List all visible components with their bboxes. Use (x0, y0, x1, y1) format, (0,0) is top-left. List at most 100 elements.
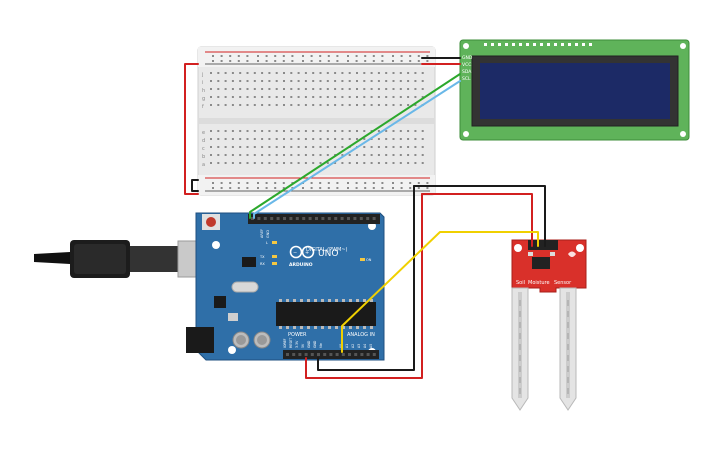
breadboard-hole (224, 162, 227, 164)
row-letter: e (202, 130, 205, 136)
led-l-label: L (266, 241, 268, 245)
arduino-logo: − + (289, 245, 315, 259)
breadboard-hole (377, 88, 380, 90)
breadboard-hole (253, 80, 256, 82)
breadboard-hole (407, 72, 410, 74)
probe-trace (567, 388, 569, 394)
power-pin-hole (310, 353, 314, 356)
breadboard-hole (356, 138, 358, 140)
probe-traces (519, 300, 569, 394)
breadboard-hole (312, 130, 315, 132)
breadboard-hole (210, 80, 212, 82)
rail-hole (347, 55, 349, 57)
breadboard-hole (414, 72, 417, 74)
rail-hole (327, 55, 330, 57)
breadboard-hole (334, 104, 337, 106)
breadboard-hole (341, 96, 344, 98)
breadboard-hole (253, 146, 256, 148)
breadboard-hole (283, 72, 285, 74)
breadboard-hole (348, 72, 351, 74)
digital-pin-hole (327, 217, 331, 220)
breadboard-hole (312, 162, 315, 164)
breadboard-hole (275, 72, 278, 74)
breadboard-hole (210, 88, 212, 90)
digital-pin-hole (257, 217, 261, 220)
power-pin-hole (298, 353, 302, 356)
rail-hole (257, 187, 259, 189)
power-pin-hole (304, 353, 308, 356)
breadboard-hole (392, 154, 395, 156)
breadboard-hole (414, 104, 417, 106)
breadboard-hole (239, 80, 242, 82)
breadboard-hole (414, 162, 417, 164)
breadboard-hole (275, 138, 278, 140)
breadboard-hole (326, 80, 329, 82)
rail-hole (372, 60, 375, 62)
breadboard-hole (231, 162, 234, 164)
breadboard-hole (407, 162, 410, 164)
arduino-uno-board: AREF GND DIGITAL (PWM~) − + UNO ARDUINO … (186, 212, 385, 361)
breadboard-hole (297, 130, 300, 132)
breadboard-hole (377, 80, 380, 82)
breadboard-hole (210, 162, 212, 164)
rail-hole (310, 187, 313, 189)
digital-pin-hole (347, 217, 350, 220)
breadboard-hole (239, 72, 242, 74)
breadboard-hole (239, 162, 242, 164)
lcd-header-pin (491, 43, 494, 46)
rail-hole (372, 55, 375, 57)
rail-hole (265, 55, 268, 57)
breadboard-hole (297, 162, 300, 164)
digital-pin-hole (334, 217, 338, 220)
power-pin-hole (323, 353, 327, 356)
digital-pin-hole (276, 217, 280, 220)
rail-hole (246, 182, 249, 184)
probe-trace (567, 355, 569, 361)
probe-trace (567, 311, 569, 317)
power-pin-hole (329, 353, 333, 356)
breadboard-hole (231, 96, 234, 98)
breadboard-hole (231, 80, 234, 82)
breadboard-hole (341, 138, 344, 140)
breadboard-hole (385, 96, 388, 98)
breadboard-hole (399, 154, 402, 156)
breadboard-hole (363, 130, 366, 132)
breadboard-hole (399, 104, 402, 106)
probe-trace (567, 377, 569, 383)
breadboard-hole (275, 130, 278, 132)
breadboard-hole (210, 138, 212, 140)
breadboard-hole (283, 162, 285, 164)
breadboard-hole (217, 80, 220, 82)
breadboard-hole (246, 104, 249, 106)
breadboard-hole (217, 130, 220, 132)
rail-hole (347, 60, 349, 62)
power-pin-hole (317, 353, 320, 356)
breadboard-hole (348, 154, 351, 156)
breadboard-hole (407, 96, 410, 98)
breadboard-hole (275, 88, 278, 90)
breadboard-hole (239, 154, 242, 156)
breadboard-hole (326, 96, 329, 98)
lcd-header-pin (568, 43, 571, 46)
breadboard-hole (348, 80, 351, 82)
breadboard-hole (319, 130, 322, 132)
breadboard-hole (268, 130, 271, 132)
breadboard-hole (253, 96, 256, 98)
lcd-header-pin (505, 43, 508, 46)
breadboard-hole (239, 104, 242, 106)
pin-gnd-digital: GND (266, 230, 270, 238)
breadboard-hole (421, 154, 424, 156)
row-letter: c (202, 146, 205, 152)
breadboard-hole (334, 138, 337, 140)
rail-hole (257, 182, 259, 184)
breadboard-hole (253, 72, 256, 74)
wire-red-sensor-vcc (421, 193, 533, 247)
breadboard-hole (217, 162, 220, 164)
lcd-header-pin (575, 43, 578, 46)
chip-pin (328, 299, 331, 302)
breadboard-hole (231, 130, 234, 132)
breadboard-hole (290, 130, 293, 132)
probe-trace (567, 300, 569, 306)
breadboard-hole (370, 88, 373, 90)
probe-trace (519, 355, 521, 361)
